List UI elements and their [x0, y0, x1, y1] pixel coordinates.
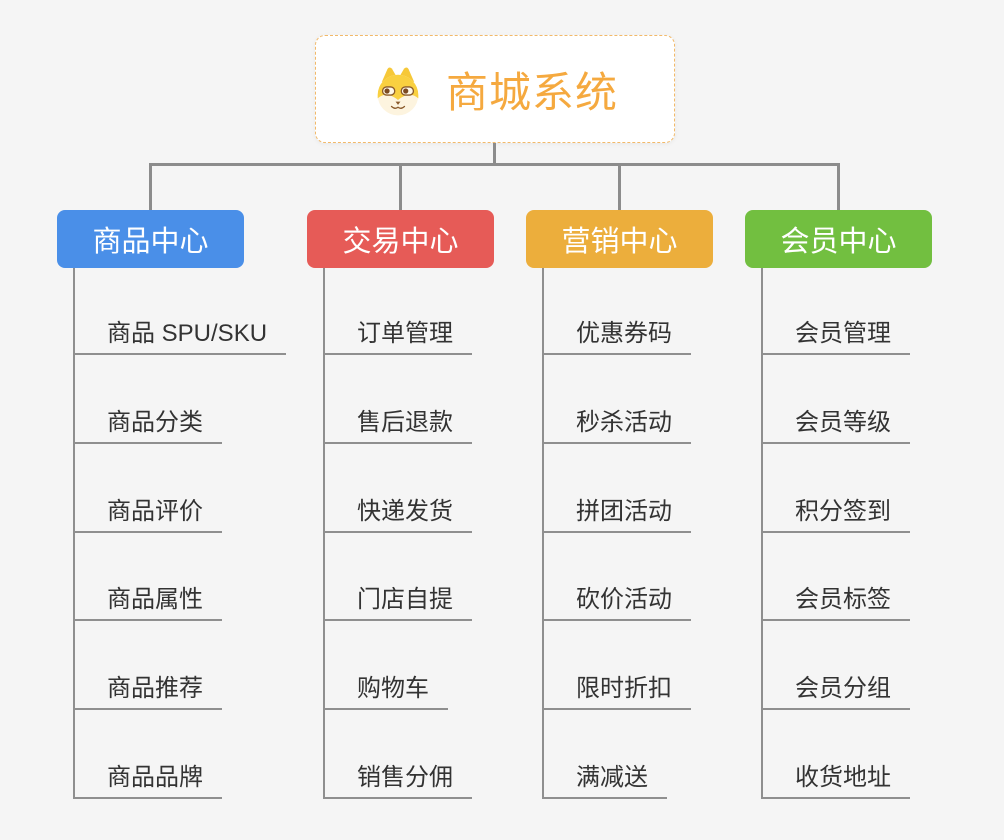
branch-node-trade-center[interactable]: 交易中心: [307, 210, 494, 268]
child-node-sales-commission[interactable]: 销售分佣: [325, 710, 472, 799]
branch-children-marketing: 优惠券码 秒杀活动 拼团活动 砍价活动 限时折扣 满减送: [542, 268, 691, 799]
child-node-shopping-cart[interactable]: 购物车: [325, 621, 448, 711]
connector-bus: [149, 163, 840, 166]
child-node-member-level[interactable]: 会员等级: [763, 355, 910, 444]
child-node-member-tag[interactable]: 会员标签: [763, 533, 910, 622]
child-node-shipping-address[interactable]: 收货地址: [763, 710, 910, 799]
branch-node-label: 营销中心: [561, 226, 678, 258]
connector-drop-member: [837, 163, 840, 210]
branch-children-trade: 订单管理 售后退款 快递发货 门店自提 购物车 销售分佣: [323, 268, 472, 799]
child-node-member-management[interactable]: 会员管理: [763, 268, 910, 355]
branch-node-label: 商品中心: [92, 226, 209, 258]
child-node-full-reduction[interactable]: 满减送: [544, 710, 667, 799]
child-node-product-brand[interactable]: 商品品牌: [75, 710, 222, 799]
branch-node-member-center[interactable]: 会员中心: [745, 210, 932, 268]
doge-mascot-icon: [377, 67, 419, 116]
connector-root-stub: [493, 143, 496, 165]
child-node-coupon-code[interactable]: 优惠券码: [544, 268, 691, 355]
branch-trade-center: 交易中心 订单管理 售后退款 快递发货 门店自提 购物车 销售分佣: [307, 210, 494, 799]
branch-node-label: 交易中心: [342, 226, 459, 258]
branch-node-product-center[interactable]: 商品中心: [57, 210, 244, 268]
root-node-title: 商城系统: [445, 68, 618, 116]
branch-node-marketing-center[interactable]: 营销中心: [526, 210, 713, 268]
branch-node-label: 会员中心: [780, 226, 897, 258]
child-node-group-buy[interactable]: 拼团活动: [544, 444, 691, 533]
branch-marketing-center: 营销中心 优惠券码 秒杀活动 拼团活动 砍价活动 限时折扣 满减送: [526, 210, 713, 799]
child-node-after-sale-refund[interactable]: 售后退款: [325, 355, 472, 444]
child-node-spu-sku[interactable]: 商品 SPU/SKU: [75, 268, 287, 355]
child-node-limited-time-discount[interactable]: 限时折扣: [544, 621, 691, 711]
child-node-points-checkin[interactable]: 积分签到: [763, 444, 910, 533]
child-node-product-recommend[interactable]: 商品推荐: [75, 621, 222, 711]
child-node-member-group[interactable]: 会员分组: [763, 621, 910, 711]
child-node-order-management[interactable]: 订单管理: [325, 268, 472, 355]
connector-drop-trade: [399, 163, 402, 210]
child-node-product-attribute[interactable]: 商品属性: [75, 533, 222, 622]
child-node-store-pickup[interactable]: 门店自提: [325, 533, 472, 622]
root-node[interactable]: 商城系统: [315, 35, 675, 143]
connector-drop-marketing: [618, 163, 621, 210]
branch-member-center: 会员中心 会员管理 会员等级 积分签到 会员标签 会员分组 收货地址: [745, 210, 932, 799]
branch-product-center: 商品中心 商品 SPU/SKU 商品分类 商品评价 商品属性 商品推荐 商品品牌: [57, 210, 287, 799]
connector-drop-product: [149, 163, 152, 210]
child-node-product-review[interactable]: 商品评价: [75, 444, 222, 533]
child-node-bargain-activity[interactable]: 砍价活动: [544, 533, 691, 622]
branch-children-member: 会员管理 会员等级 积分签到 会员标签 会员分组 收货地址: [761, 268, 910, 799]
child-node-product-category[interactable]: 商品分类: [75, 355, 222, 444]
child-node-flash-sale[interactable]: 秒杀活动: [544, 355, 691, 444]
child-node-express-delivery[interactable]: 快递发货: [325, 444, 472, 533]
branch-children-product: 商品 SPU/SKU 商品分类 商品评价 商品属性 商品推荐 商品品牌: [73, 268, 287, 799]
